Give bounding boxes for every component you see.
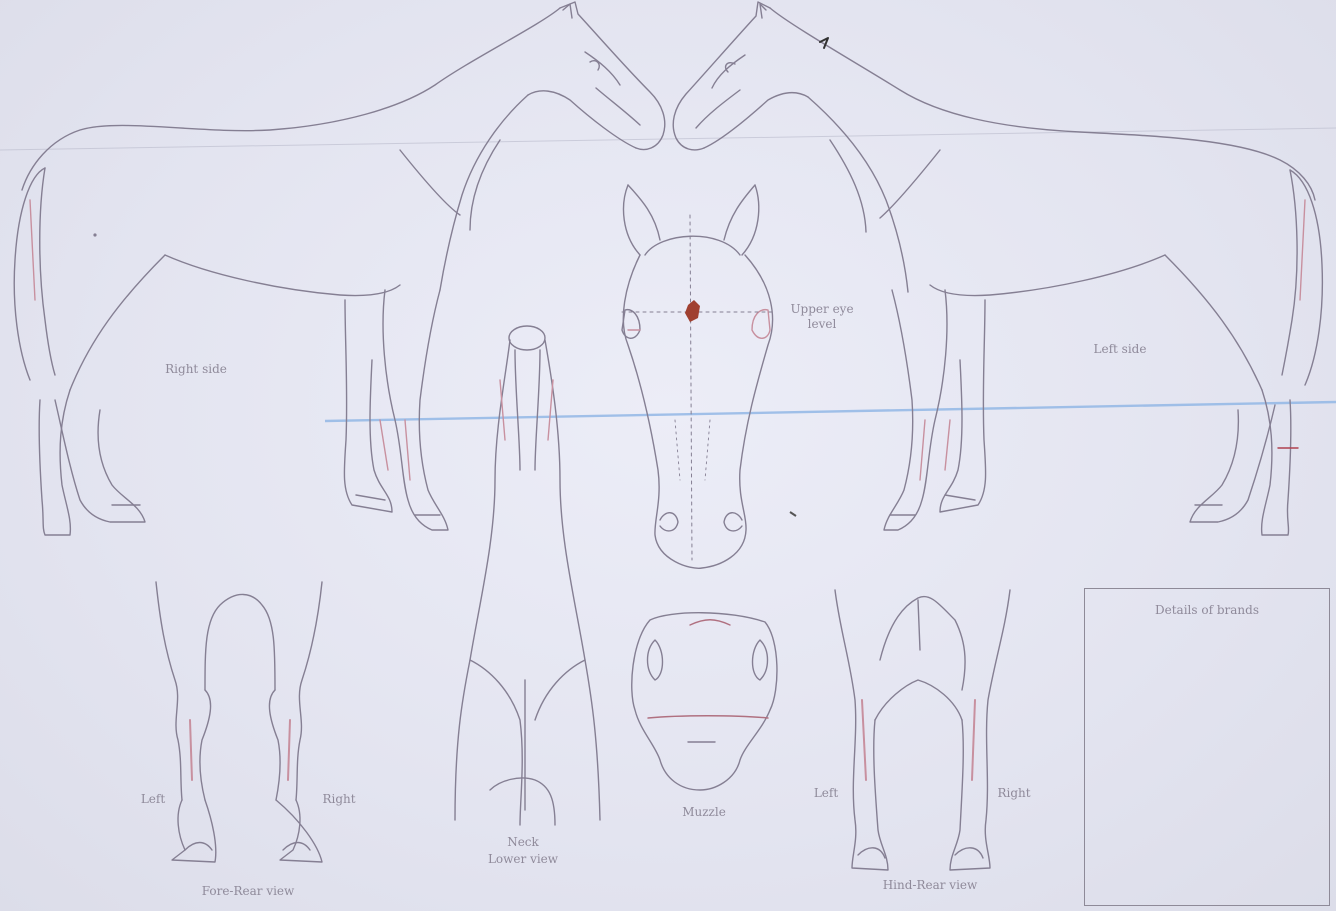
left-side-horse-outline (673, 2, 1322, 535)
brand-details-title: Details of brands (1085, 603, 1329, 617)
lower-view-label: Lower view (488, 852, 558, 867)
small-tick-mark (790, 512, 796, 516)
fore-rear-view-outline (156, 582, 322, 862)
neck-lower-view-outline (455, 326, 600, 825)
hind-left-label: Left (814, 786, 838, 801)
hind-right-label: Right (997, 786, 1030, 801)
upper-eye-level-label: Upper eye level (786, 302, 858, 332)
forehead-whorl-mark (685, 300, 700, 322)
right-side-horse-outline (14, 2, 665, 535)
muzzle-label: Muzzle (682, 805, 726, 820)
small-mark (93, 233, 96, 236)
right-side-label: Right side (165, 362, 227, 377)
fore-right-label: Right (322, 792, 355, 807)
hind-rear-view-outline (835, 590, 1010, 870)
brand-details-box[interactable]: Details of brands (1084, 588, 1330, 906)
fore-rear-view-label: Fore-Rear view (202, 884, 295, 899)
front-head-outline (622, 185, 773, 568)
neck-label: Neck (507, 835, 539, 850)
left-side-label: Left side (1094, 342, 1147, 357)
fore-left-label: Left (141, 792, 165, 807)
hind-rear-view-label: Hind-Rear view (883, 878, 978, 893)
blue-guide-line (325, 402, 1336, 421)
faint-gray-guide-line (0, 128, 1336, 150)
muzzle-outline (632, 613, 777, 790)
